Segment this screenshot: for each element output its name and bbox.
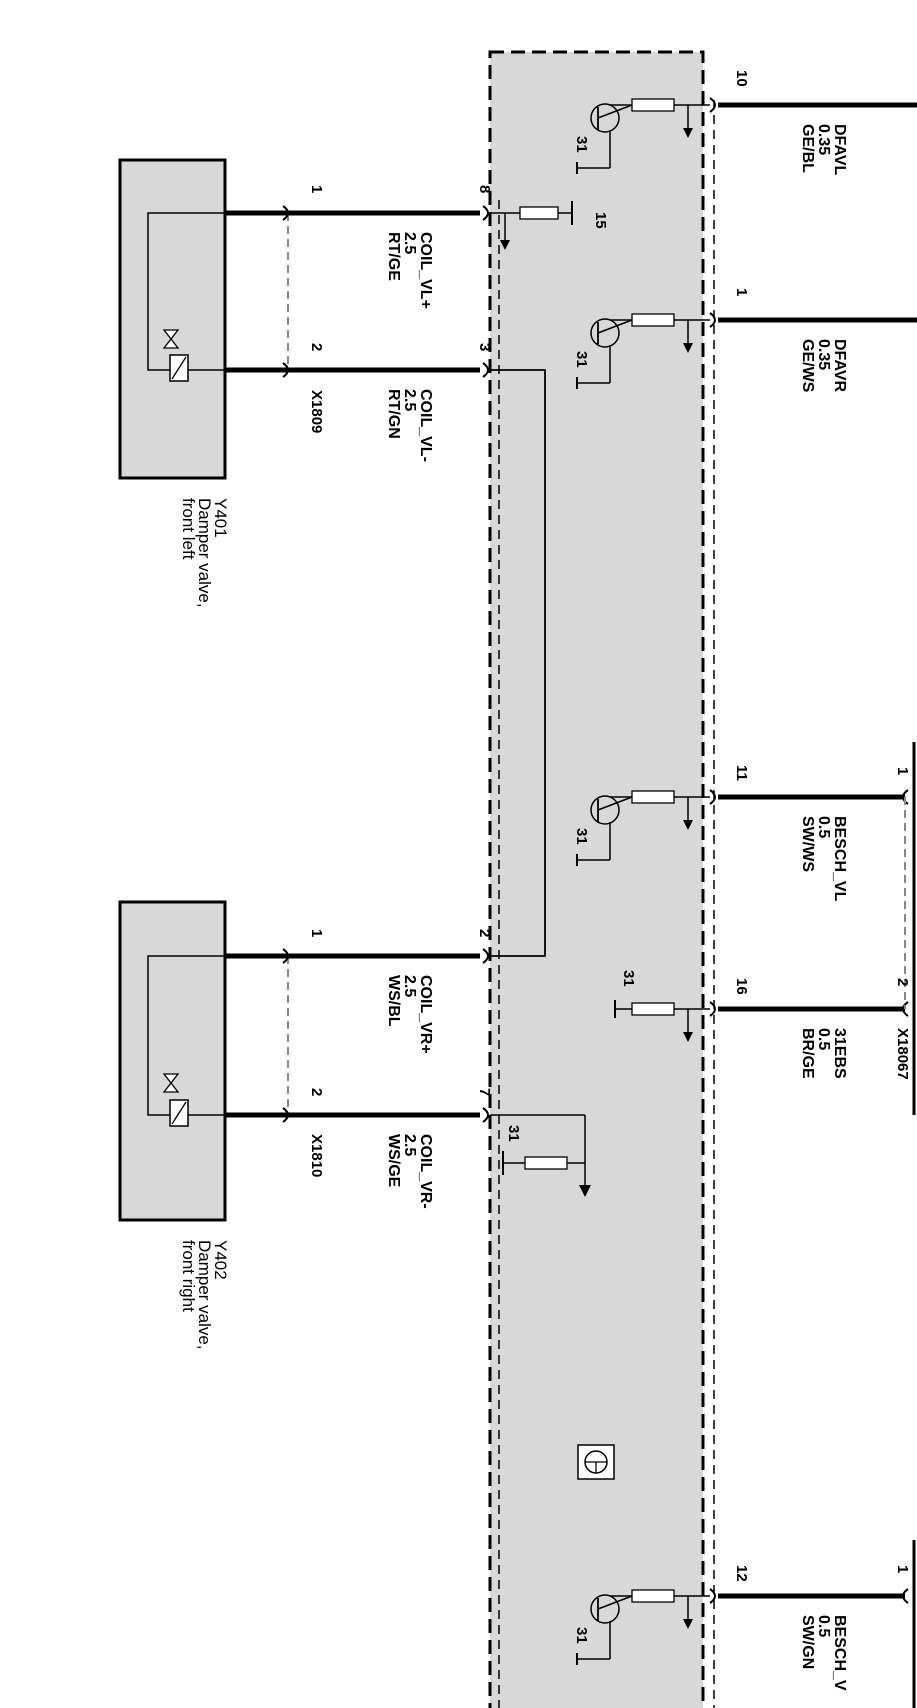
wire-signal-label: BESCH_VL <box>831 816 848 902</box>
ground-31-label: 31 <box>505 1125 522 1142</box>
ground-symbol-icon <box>577 1444 615 1480</box>
module-pin-label: 12 <box>733 1565 750 1582</box>
component-name-y401: Damper valve, <box>195 498 214 608</box>
component-name-y402: Damper valve, <box>195 1240 214 1350</box>
module-pin-label: 7 <box>476 1088 493 1096</box>
wire-signal-label: COIL_VL+ <box>417 232 434 309</box>
wire-size-label: 2.5 <box>401 389 418 411</box>
connector-pin-label: 1 <box>308 929 325 937</box>
wire-signal-label: COIL_VR- <box>417 1134 434 1209</box>
wire-signal-label: DFAVL <box>831 124 848 175</box>
wire-color-label: GE/BL <box>799 124 816 173</box>
module-pin-label: 11 <box>733 765 750 781</box>
wire-size-label: 2.5 <box>401 232 418 254</box>
component-id-y402: Y402 <box>211 1240 230 1280</box>
control-module-box <box>488 50 705 1708</box>
connector-pin-label: 1 <box>894 767 911 775</box>
wire-size-label: 0.35 <box>815 339 832 370</box>
connector-id-x1810: X1810 <box>308 1134 325 1177</box>
supply-15-label: 15 <box>592 212 609 229</box>
wire-color-label: BR/GE <box>799 1028 816 1079</box>
module-pin-label: 3 <box>476 343 493 351</box>
component-y401 <box>118 158 227 480</box>
connector-pin-label: 1 <box>894 1565 911 1573</box>
ground-31-label: 31 <box>573 1627 590 1644</box>
connector-id-x1809: X1809 <box>308 390 325 433</box>
wire-size-label: 0.5 <box>815 1615 832 1637</box>
wire-signal-label: 31EBS <box>831 1028 848 1079</box>
wire-signal-label: COIL_VL- <box>417 389 434 462</box>
transistor-circuit-10 <box>576 98 710 174</box>
wire-color-label: SW/WS <box>799 816 816 872</box>
wire-color-label: WS/BL <box>385 975 402 1027</box>
wire-size-label: 0.5 <box>815 1028 832 1050</box>
transistor-circuit-1 <box>576 313 710 389</box>
connector-pin-label: 2 <box>308 1088 325 1096</box>
wire-color-label: WS/GE <box>385 1134 402 1188</box>
component-id-y401: Y401 <box>211 498 230 538</box>
component-y402 <box>118 900 227 1222</box>
ground-31-label: 31 <box>573 828 590 845</box>
wire-signal-label: BESCH_V <box>831 1615 848 1691</box>
labels-layer: COIL_VL+2.5RT/GECOIL_VL-2.5RT/GNCOIL_VR+… <box>179 70 911 1691</box>
wire-color-label: RT/GN <box>385 389 402 439</box>
transistor-circuit-11 <box>576 790 710 866</box>
ground-31-label: 31 <box>573 136 590 153</box>
wire-size-label: 2.5 <box>401 1134 418 1156</box>
ground-circuit-16 <box>614 1000 710 1042</box>
wire-color-label: GE/WS <box>799 339 816 393</box>
transistor-circuit-12 <box>576 1589 710 1665</box>
component-name-y402-line2: front right <box>179 1240 198 1312</box>
module-pin-label: 1 <box>733 288 750 296</box>
wire-signal-label: COIL_VR+ <box>417 975 434 1054</box>
pullup-15-symbol <box>490 201 573 250</box>
module-pin-label: 10 <box>733 70 750 87</box>
module-pin-label: 2 <box>476 929 493 937</box>
wire-signal-label: DFAVR <box>831 339 848 392</box>
connector-id-x18067: X18067 <box>894 1028 911 1080</box>
connector-pin-label: 1 <box>308 185 325 193</box>
ground-31-label: 31 <box>573 351 590 368</box>
wire-color-label: SW/GN <box>799 1615 816 1669</box>
wire-size-label: 0.5 <box>815 816 832 838</box>
wire-size-label: 2.5 <box>401 975 418 997</box>
wire-color-label: RT/GE <box>385 232 402 281</box>
wire-size-label: 0.35 <box>815 124 832 155</box>
internal-link-coil-minus <box>490 369 546 957</box>
module-pin-label: 8 <box>476 185 493 193</box>
ground-resistor-pin7 <box>490 1114 591 1197</box>
module-pin-label: 16 <box>733 978 750 995</box>
connector-pin-label: 2 <box>308 343 325 351</box>
component-name-y401-line2: front left <box>179 498 198 560</box>
connector-pin-label: 2 <box>894 978 911 986</box>
ground-31-label: 31 <box>620 970 637 987</box>
